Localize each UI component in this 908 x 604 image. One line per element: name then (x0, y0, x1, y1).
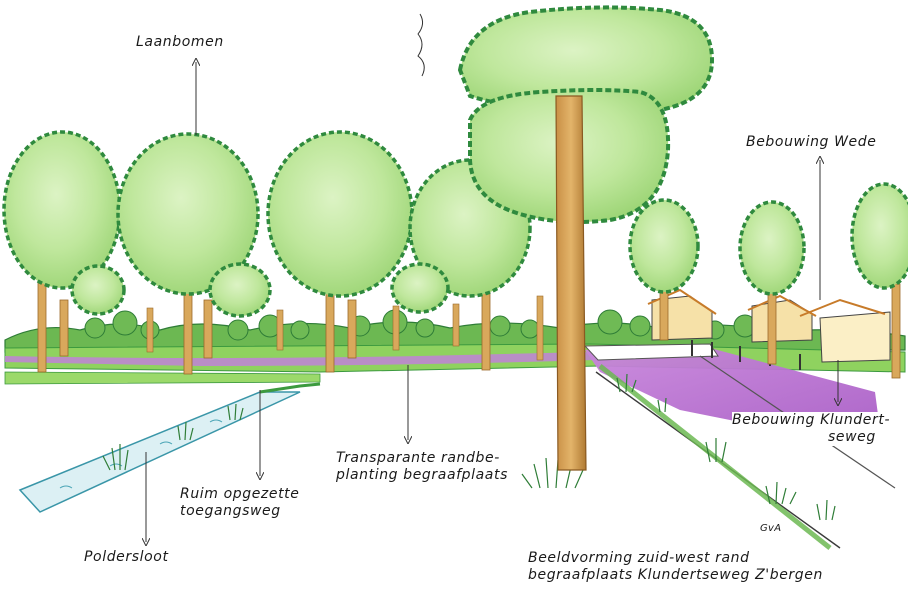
label-transparante-randbeplanting: Transparante randbe- planting begraafpla… (336, 450, 508, 483)
tree-canopy (850, 182, 908, 290)
tree-trunk (392, 305, 400, 351)
tree-trunk (276, 309, 284, 351)
tree-trunk (347, 299, 357, 359)
caption: Beeldvorming zuid-west rand begraafplaat… (528, 550, 823, 583)
label-bebouwing-klundertseweg: Bebouwing Klundert- seweg (732, 412, 891, 446)
label-ruim-toegangsweg: Ruim opgezette toegangsweg (180, 486, 300, 519)
tree-trunk (203, 299, 213, 359)
tree-canopy (266, 130, 414, 298)
tree-trunk (59, 299, 69, 357)
tree-trunk (183, 291, 193, 375)
signature: GvA (760, 523, 782, 534)
tree-trunk (767, 289, 777, 365)
grass-lower (4, 371, 321, 385)
tree-canopy (116, 132, 260, 296)
ditch (18, 391, 301, 513)
tree-canopy (208, 262, 272, 318)
tree-trunk (452, 303, 460, 347)
tree-trunk (891, 283, 901, 379)
tree-canopy (70, 264, 126, 316)
purple-path-left (5, 352, 595, 366)
tree-canopy (628, 198, 700, 294)
tree-canopy (2, 130, 122, 290)
tree-trunk (481, 289, 491, 371)
tree-trunk (536, 295, 544, 361)
foreground-tree (417, 5, 715, 471)
label-bebouwing-wede: Bebouwing Wede (746, 134, 877, 150)
tree-trunk (146, 307, 154, 353)
tree-canopy (738, 200, 806, 296)
ground (4, 309, 906, 550)
annotation-arrows (146, 62, 838, 542)
tree-group (2, 130, 908, 379)
tree-trunk (37, 279, 47, 373)
tree-trunk (659, 285, 669, 341)
label-laanbomen: Laanbomen (136, 34, 224, 50)
road-white-block (583, 343, 719, 361)
tree-trunk (325, 291, 335, 373)
tree-canopy (390, 262, 450, 314)
label-poldersloot: Poldersloot (84, 549, 169, 565)
